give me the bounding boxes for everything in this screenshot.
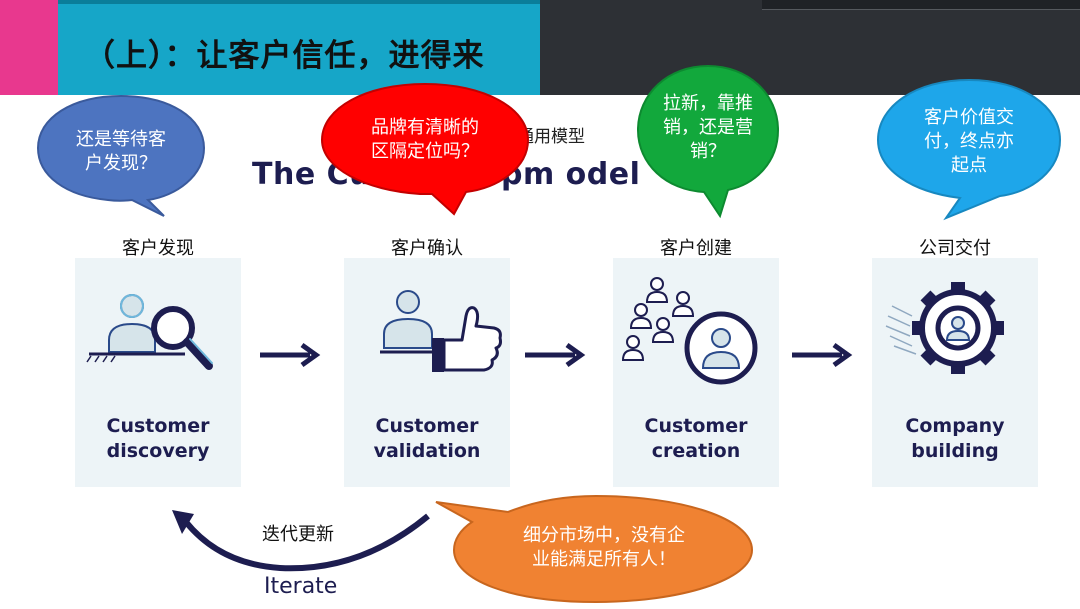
stage-cn-label-validation: 客户确认 [391,238,463,259]
bubble-text-orange: 细分市场中，没有企 业能满足所有人！ [523,525,685,570]
bubble-text-blue: 还是等待客 户发现？ [76,129,166,174]
slide-title: （上）：让客户信任，进得来 [84,38,485,74]
bubble-text-lightblue: 客户价值交 付，终点亦 起点 [924,107,1014,176]
stage-card-validation: Customer validation [344,258,510,487]
gear-person-icon [885,282,1004,374]
header-pink-block [0,0,58,95]
iterate-curved-arrow-icon [172,510,430,572]
header-top-line [58,0,540,4]
stage-card-discovery: Customer discovery [75,258,241,487]
arrow-right-icon [525,342,586,368]
arrow-right-icon [792,342,853,368]
stage-card-building: Company building [872,258,1038,487]
bubble-text-red: 品牌有清晰的 区隔定位吗？ [371,117,479,162]
speech-bubble-red: 品牌有清晰的 区隔定位吗？ [320,82,530,216]
speech-bubble-lightblue: 客户价值交 付，终点亦 起点 [876,78,1062,221]
speech-bubble-green: 拉新，靠推 销，还是营 销？ [636,64,780,219]
stage-cn-label-discovery: 客户发现 [122,238,194,259]
iterate-en-label: Iterate [264,574,338,599]
person-magnifier-icon [86,294,213,370]
bubble-text-green: 拉新，靠推 销，还是营 销？ [663,93,753,162]
speech-bubble-blue: 还是等待客 户发现？ [36,94,206,218]
arrow-right-icon [260,342,321,368]
header-dark-tab [762,0,1080,10]
stage-en-label-creation: Customer creation [644,415,748,462]
speech-bubble-orange: 细分市场中，没有企 业能满足所有人！ [434,488,754,604]
stage-en-label-validation: Customer validation [373,415,481,462]
stage-card-creation: Customer creation [613,258,779,487]
person-thumbs-up-icon [380,290,502,372]
header-cyan-block [58,0,540,95]
stage-cn-label-building: 公司交付 [919,238,991,259]
header-dark-block [540,0,1080,95]
stage-en-label-building: Company building [905,415,1005,462]
people-network-icon [621,277,758,385]
iterate-cn-label: 迭代更新 [262,524,334,545]
stage-cn-label-creation: 客户创建 [660,238,732,259]
stage-en-label-discovery: Customer discovery [106,415,210,462]
